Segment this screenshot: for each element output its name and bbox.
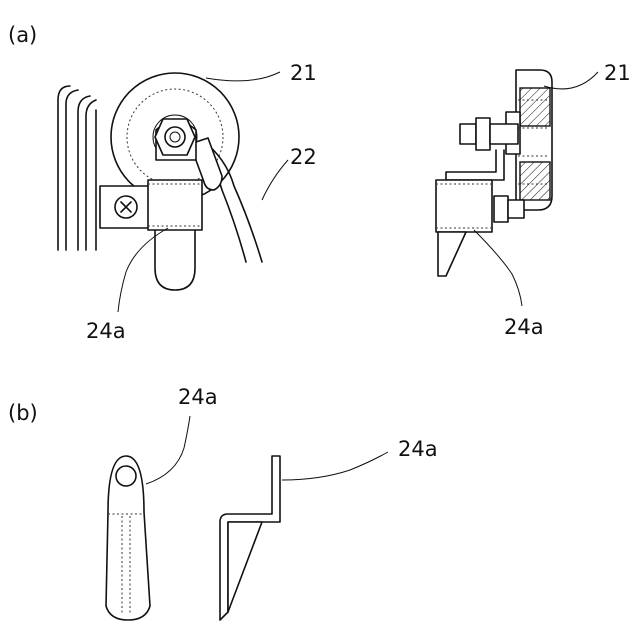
panel-a-side-view: 21 24a — [436, 61, 631, 339]
panel-a-label: (a) — [8, 23, 37, 47]
panel-b-side-view: 24a — [220, 437, 438, 620]
callout-24a-side: 24a — [504, 315, 544, 339]
mounting-plate — [100, 186, 152, 228]
callout-24a-front: 24a — [86, 319, 126, 343]
bracket-profile — [446, 150, 504, 180]
panel-b-front-view: 24a — [106, 385, 218, 620]
callout-leader-24a-b-front — [146, 416, 190, 484]
hub-nut — [155, 119, 195, 155]
bracket-24a-side — [436, 180, 492, 276]
callout-21-front: 21 — [290, 61, 317, 85]
callout-leader-24a-side — [474, 230, 522, 306]
panel-a-front-view: 21 22 24a — [58, 61, 317, 343]
callout-21-side: 21 — [604, 61, 631, 85]
callout-22: 22 — [290, 145, 317, 169]
axle-nut-bottom — [494, 196, 524, 222]
bracket-24a-detail-front — [106, 456, 150, 620]
callout-24a-b-side: 24a — [398, 437, 438, 461]
callout-24a-b-front: 24a — [178, 385, 218, 409]
panel-b-label: (b) — [8, 401, 38, 425]
callout-leader-22 — [262, 160, 288, 200]
bracket-24a-detail-side — [220, 456, 280, 620]
callout-leader-21-front — [206, 72, 280, 81]
callout-leader-24a-b-side — [282, 452, 388, 480]
frame-rails — [58, 86, 96, 250]
